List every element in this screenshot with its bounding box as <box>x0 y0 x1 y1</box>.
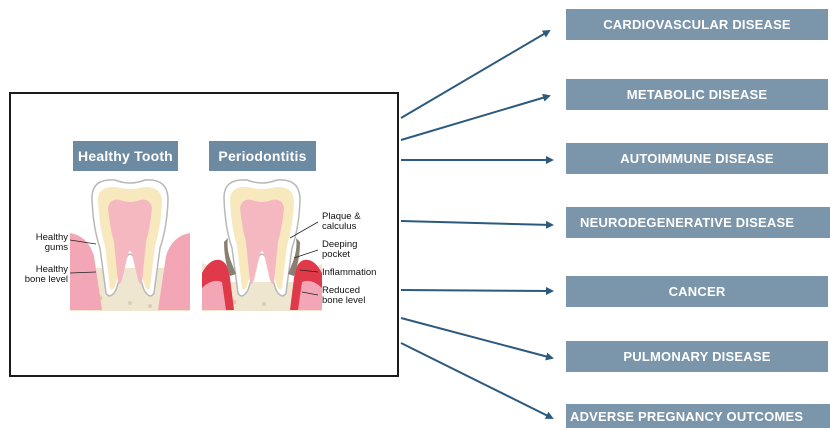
label-healthy-bone-level: Healthy bone level <box>16 265 68 285</box>
disease-box-pregnancy: ADVERSE PREGNANCY OUTCOMES <box>566 404 830 428</box>
disease-box-neurodegenerative: NEURODEGENERATIVE DISEASE <box>566 207 830 238</box>
disease-box-metabolic: METABOLIC DISEASE <box>566 79 828 110</box>
disease-box-cardiovascular: CARDIOVASCULAR DISEASE <box>566 9 828 40</box>
label-deeping-pocket: Deeping pocket <box>322 240 357 260</box>
disease-box-autoimmune: AUTOIMMUNE DISEASE <box>566 143 828 174</box>
disease-box-pulmonary: PULMONARY DISEASE <box>566 341 828 372</box>
label-plaque-calculus: Plaque & calculus <box>322 212 361 232</box>
label-reduced-bone-level: Reduced bone level <box>322 286 365 306</box>
label-inflammation: Inflammation <box>322 268 376 278</box>
disease-box-cancer: CANCER <box>566 276 828 307</box>
label-healthy-gums: Healthy gums <box>20 233 68 253</box>
